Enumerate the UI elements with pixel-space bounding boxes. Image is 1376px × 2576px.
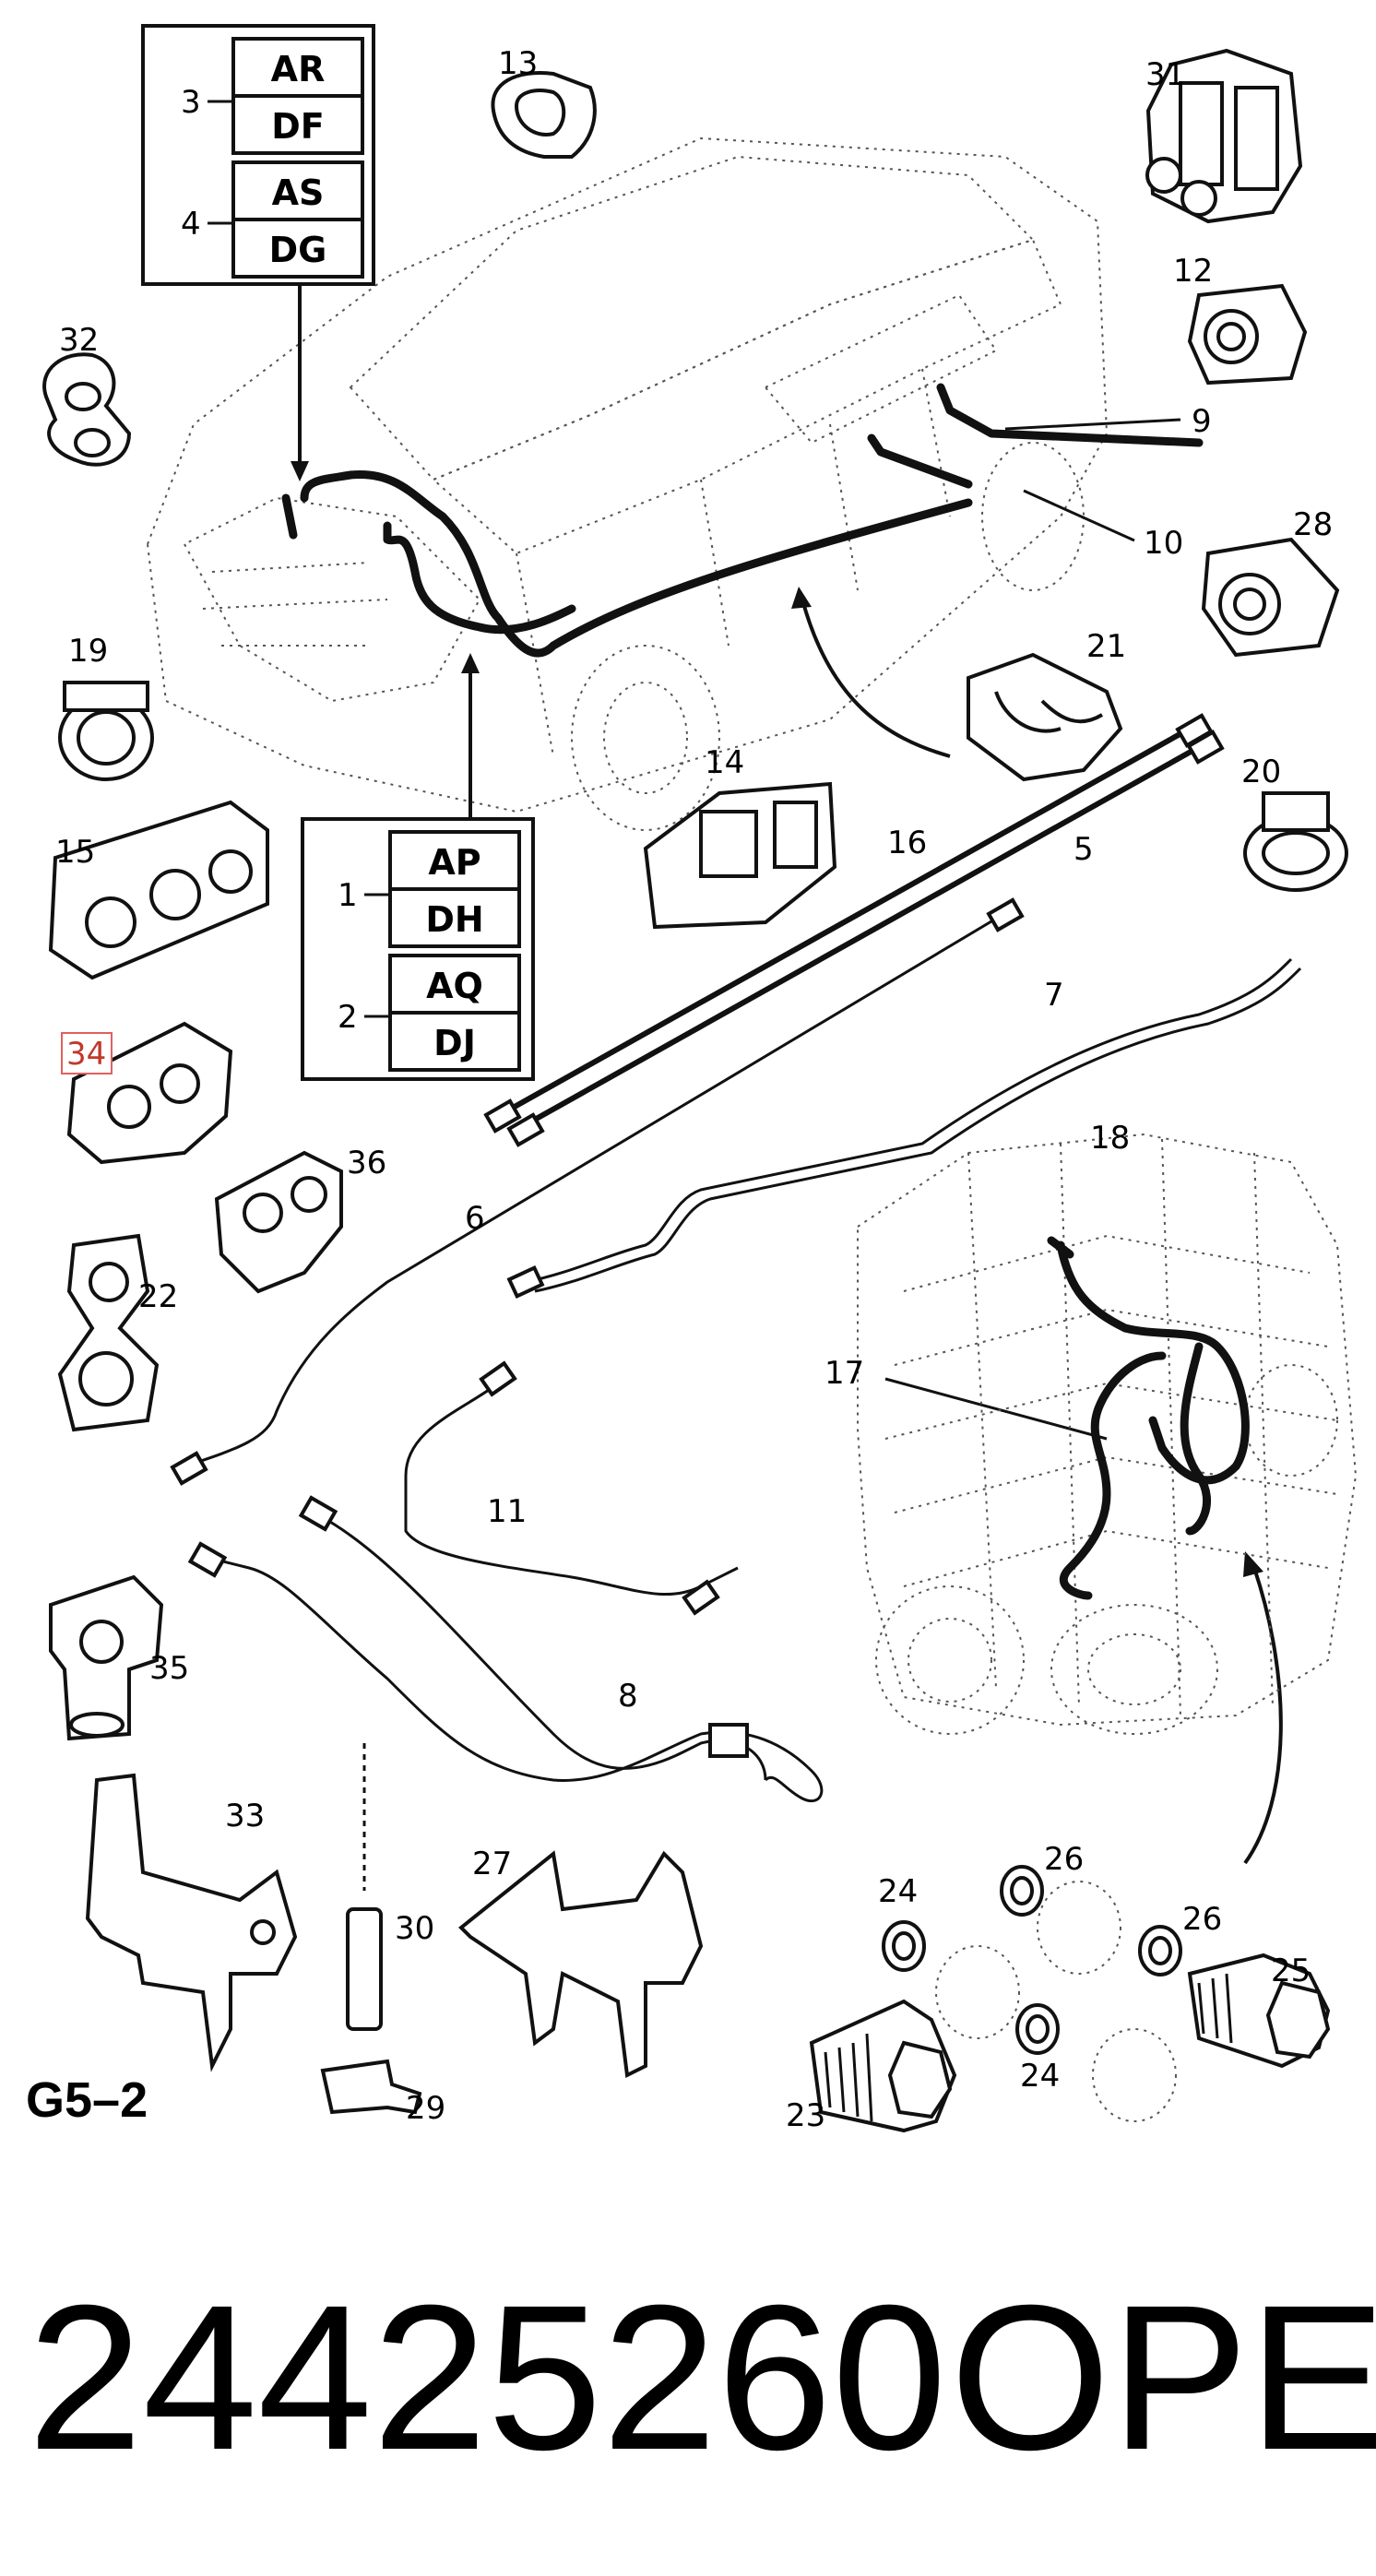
callout-26: 26 <box>1044 1841 1084 1878</box>
callout-11: 11 <box>487 1493 527 1530</box>
option-code: DF <box>271 106 325 147</box>
callout-36: 36 <box>347 1145 386 1181</box>
part-32-clip <box>42 352 132 467</box>
callout-23: 23 <box>786 2097 825 2134</box>
callout-labels: 13 31 32 12 9 10 28 19 21 15 14 20 16 5 … <box>55 45 1333 2134</box>
callout-13: 13 <box>498 45 538 82</box>
part-31-clip-block <box>1145 48 1303 224</box>
callout-21: 21 <box>1086 628 1126 665</box>
part-19-clamp <box>58 681 154 781</box>
callout-32: 32 <box>59 322 99 359</box>
option-code: AQ <box>426 966 483 1006</box>
part-28-grommet <box>1201 537 1340 658</box>
part-29-tee-connector <box>320 2059 422 2115</box>
callout-5: 5 <box>1074 831 1094 868</box>
part-20-hose-clamp <box>1243 791 1348 892</box>
option-code: AR <box>271 49 326 89</box>
part-13-clip <box>491 71 597 159</box>
callout-26: 26 <box>1182 1901 1222 1938</box>
part-21-bracket <box>967 652 1123 782</box>
callout-17: 17 <box>824 1355 864 1392</box>
callout-33: 33 <box>225 1798 265 1834</box>
callout-6: 6 <box>465 1200 485 1237</box>
part-14-clip-block <box>643 781 837 930</box>
callout-31: 31 <box>1145 56 1185 93</box>
part-33-bracket <box>85 1773 298 2072</box>
part-12-grommet <box>1187 283 1308 386</box>
part-22-clip <box>57 1233 160 1432</box>
engine-outline <box>857 1133 1358 1735</box>
callout-25: 25 <box>1271 1953 1311 1989</box>
callout-7: 7 <box>1044 977 1064 1014</box>
callout-20: 20 <box>1241 754 1281 790</box>
part-30-valve <box>346 1743 383 2031</box>
part-15-clip-block <box>48 800 269 980</box>
part-34-clip <box>66 1021 233 1165</box>
callout-34: 34 <box>66 1036 106 1073</box>
callout-9: 9 <box>1192 403 1212 440</box>
row-label: 1 <box>338 877 358 914</box>
loose-brake-pipes <box>170 713 1302 1803</box>
engine-brake-pipes <box>1047 1236 1250 1600</box>
option-code: AP <box>428 842 480 883</box>
callout-30: 30 <box>395 1910 434 1947</box>
callout-28: 28 <box>1293 506 1333 543</box>
row-label: 2 <box>338 999 358 1036</box>
callout-10: 10 <box>1144 525 1183 562</box>
callout-24: 24 <box>1020 2058 1060 2095</box>
code-box-bottom: 1 2 AP DH AQ DJ <box>301 817 535 1081</box>
callout-27: 27 <box>472 1846 512 1882</box>
part-27-bracket <box>458 1850 704 2079</box>
brand-name: OPEL <box>950 2262 1376 2493</box>
row-label: 3 <box>181 84 201 121</box>
option-code: AS <box>272 172 325 213</box>
option-code: DG <box>269 230 327 270</box>
row-label: 4 <box>181 206 201 243</box>
part-35-clip <box>49 1574 164 1741</box>
callout-24: 24 <box>878 1873 918 1910</box>
callout-8: 8 <box>618 1678 638 1715</box>
car-outline <box>146 137 1109 831</box>
callout-18: 18 <box>1090 1120 1130 1157</box>
banjo-fittings <box>809 1865 1331 2133</box>
figure-code: G5–2 <box>26 2072 148 2128</box>
option-code: DH <box>425 899 483 940</box>
part-number: 24425260 <box>28 2262 947 2493</box>
callout-22: 22 <box>138 1278 178 1315</box>
callout-12: 12 <box>1173 253 1213 290</box>
car-brake-pipes <box>281 383 1204 658</box>
callout-35: 35 <box>149 1650 189 1687</box>
callout-14: 14 <box>705 744 744 781</box>
callout-16: 16 <box>887 825 927 861</box>
code-box-top: 3 4 AR DF AS DG <box>141 24 375 286</box>
option-code: DJ <box>433 1023 476 1063</box>
callout-29: 29 <box>406 2090 445 2127</box>
callout-34-highlight-box <box>61 1032 113 1074</box>
leader-arrows <box>291 286 1283 1865</box>
callout-19: 19 <box>68 633 108 670</box>
callout-15: 15 <box>55 834 95 871</box>
part-36-clip <box>214 1150 343 1294</box>
